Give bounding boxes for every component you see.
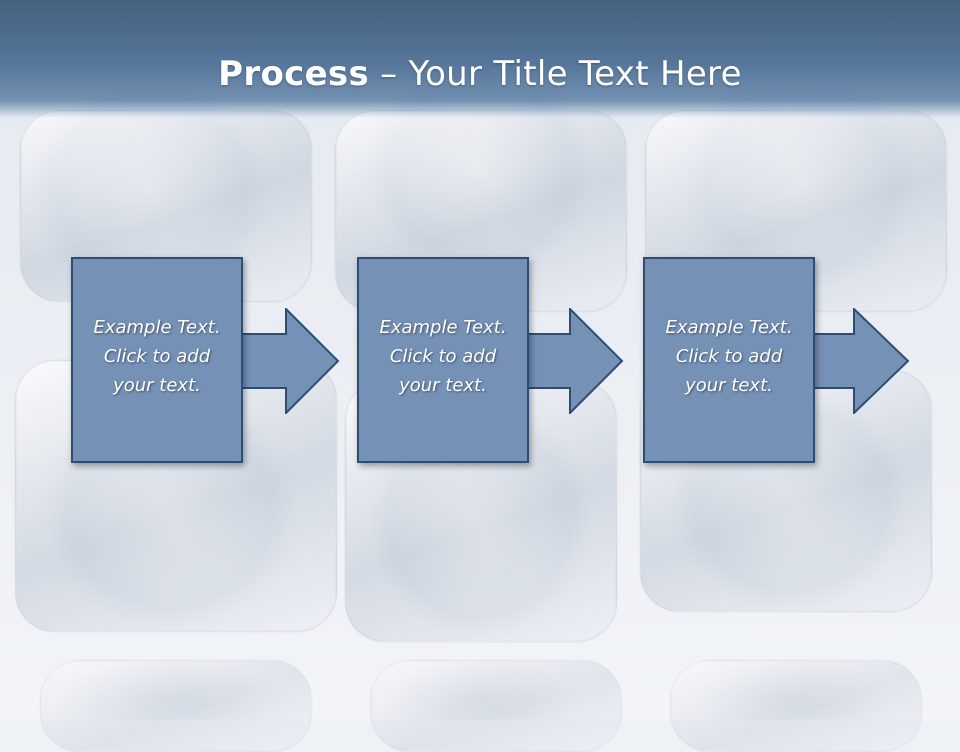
ice-cube-reflection	[40, 660, 312, 752]
title-rest: – Your Title Text Here	[369, 54, 742, 94]
step-text: Example Text. Click to add your text.	[379, 317, 507, 396]
title-bar	[0, 0, 960, 118]
process-step-2[interactable]: Example Text. Click to add your text.	[357, 257, 529, 463]
arrow-right-icon	[812, 308, 910, 414]
arrow-right-icon	[240, 308, 340, 414]
title-bold: Process	[218, 54, 370, 94]
process-step-3[interactable]: Example Text. Click to add your text.	[643, 257, 815, 463]
slide-title[interactable]: Process – Your Title Text Here	[0, 54, 960, 94]
step-text: Example Text. Click to add your text.	[93, 317, 221, 396]
process-step-1[interactable]: Example Text. Click to add your text.	[71, 257, 243, 463]
arrow-right-icon	[526, 308, 624, 414]
ice-cube-reflection	[670, 660, 922, 752]
step-text: Example Text. Click to add your text.	[665, 317, 793, 396]
ice-cube-reflection	[370, 660, 622, 752]
